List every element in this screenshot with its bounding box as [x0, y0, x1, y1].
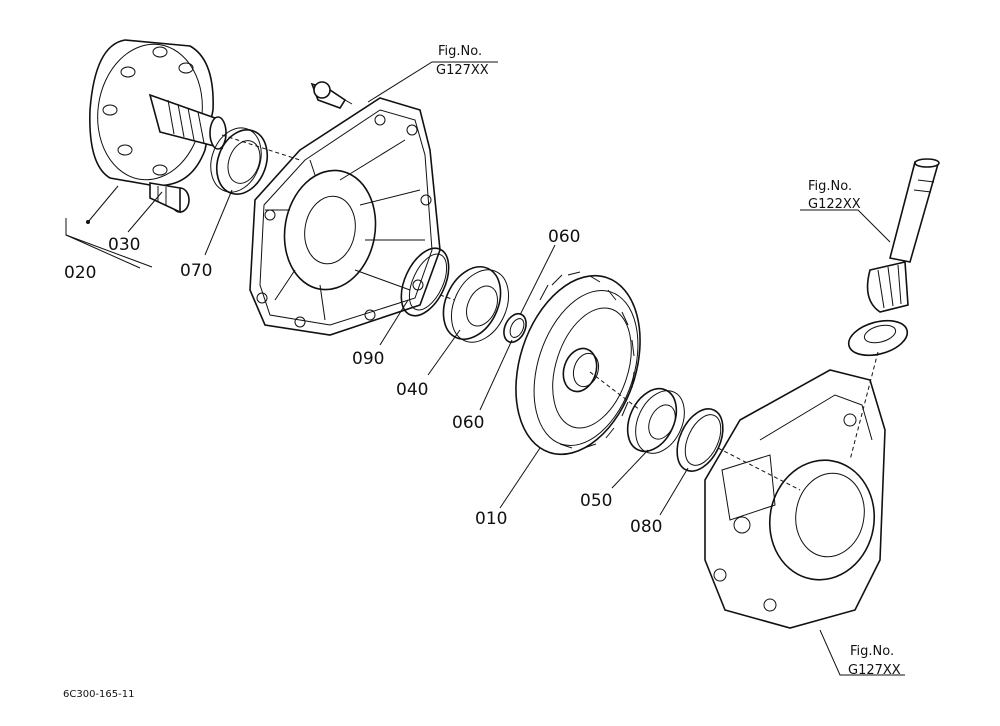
part-label-020: 020 [64, 263, 96, 283]
fig-ref-right-code: G122XX [808, 197, 861, 212]
assembly-lines [221, 134, 879, 491]
part-labels: 010 020 030 040 050 060 060 070 080 090 [64, 227, 662, 537]
leader-lines [65, 61, 905, 676]
part-label-060-upper: 060 [548, 227, 580, 247]
fig-ref-right-prefix: Fig.No. [808, 179, 852, 194]
part-label-050: 050 [580, 491, 612, 511]
fig-ref-top-code: G127XX [436, 63, 489, 78]
circlip-upper-drawing [503, 312, 527, 344]
ball-bearing-left-drawing [442, 266, 510, 343]
part-label-040: 040 [396, 380, 428, 400]
part-label-090: 090 [352, 349, 384, 369]
drawing-code: 6C300-165-11 [63, 689, 134, 700]
shim-drawing [400, 247, 450, 317]
part-label-060-lower: 060 [452, 413, 484, 433]
bevel-gear-drawing [515, 271, 641, 456]
pinion-shaft-drawing [847, 158, 940, 357]
fig-ref-bottom-code: G127XX [848, 663, 901, 678]
part-label-030: 030 [108, 235, 140, 255]
part-label-070: 070 [180, 261, 212, 281]
ball-bearing-right-drawing [626, 387, 685, 454]
gear-case-cover-drawing [249, 81, 441, 336]
fig-ref-bottom-prefix: Fig.No. [850, 644, 894, 659]
gear-case-drawing [704, 369, 886, 629]
flange-shaft-drawing [89, 39, 227, 187]
shim-right-drawing [676, 408, 724, 472]
figure-references: Fig.No. G127XX Fig.No. G122XX Fig.No. G1… [436, 44, 901, 678]
part-label-080: 080 [630, 517, 662, 537]
part-label-010: 010 [475, 509, 507, 529]
fig-ref-top-prefix: Fig.No. [438, 44, 482, 59]
bolt-drawing [149, 182, 190, 214]
